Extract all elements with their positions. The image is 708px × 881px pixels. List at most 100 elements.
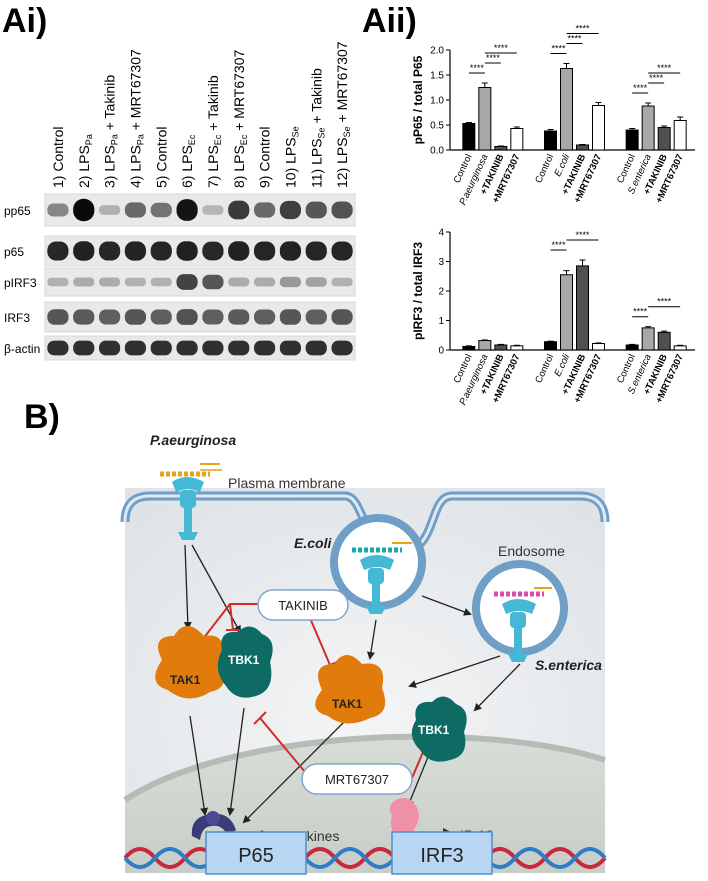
blot-strip — [44, 301, 356, 333]
y-tick-label: 1.5 — [430, 71, 444, 82]
significance-label: **** — [575, 230, 590, 240]
blot-band — [98, 277, 121, 287]
takinib-label: TAKINIB — [278, 598, 328, 613]
significance-label: **** — [470, 63, 485, 73]
blot-band — [228, 277, 250, 287]
blot-band — [202, 205, 224, 215]
blot-band — [279, 241, 302, 261]
lane-label: 2) LPSPa — [76, 134, 94, 188]
blot-strip — [44, 335, 356, 361]
blot-band — [228, 340, 250, 356]
y-axis-title: pIRF3 / total IRF3 — [411, 242, 425, 340]
blot-band — [253, 309, 276, 325]
blot-band — [150, 202, 172, 218]
p65-gene-label: P65 — [238, 845, 274, 867]
panel-label-b: B) — [24, 398, 60, 436]
blot-band — [253, 277, 276, 287]
bar — [625, 129, 639, 151]
pa-receptor — [160, 463, 222, 540]
y-tick-label: 3 — [438, 257, 444, 268]
blot-band — [124, 277, 147, 287]
p65-gene-box: P65 — [205, 831, 307, 875]
blot-band — [202, 241, 224, 261]
bar — [494, 344, 508, 351]
blot-band — [253, 202, 276, 218]
significance-label: **** — [633, 83, 648, 93]
lane-label: 9) Control — [257, 127, 273, 188]
blot-row-label: β-actin — [4, 342, 40, 356]
mrt-label: MRT67307 — [325, 772, 389, 787]
irf3-gene-label: IRF3 — [420, 845, 463, 867]
bar — [576, 265, 589, 351]
blot-band — [176, 274, 198, 290]
takinib-box: TAKINIB — [257, 589, 349, 621]
bar — [657, 331, 671, 351]
blot-band — [202, 274, 224, 290]
blot-band — [47, 340, 69, 356]
blot-band — [253, 340, 276, 356]
significance-label: **** — [551, 240, 566, 250]
blot-band — [150, 241, 172, 261]
irf3-gene-box: IRF3 — [391, 831, 493, 875]
bar — [462, 123, 476, 151]
blot-band — [47, 309, 69, 325]
significance-label: **** — [567, 34, 582, 44]
blot-band — [73, 309, 95, 325]
lane-label: 8) LPSEc + MRT67307 — [231, 50, 249, 188]
bar — [673, 120, 687, 151]
y-tick-label: 1.0 — [430, 96, 444, 107]
blot-band — [331, 201, 353, 219]
blot-band — [73, 198, 95, 222]
blot-band — [279, 309, 302, 325]
y-axis-title: pP65 / total P65 — [411, 55, 425, 144]
se-receptor — [494, 587, 552, 662]
blot-band — [150, 277, 172, 287]
tak1-left-label: TAK1 — [170, 673, 201, 687]
blot-band — [176, 199, 198, 221]
bar — [478, 340, 492, 351]
lane-label: 1) Control — [50, 127, 66, 188]
blot-strip — [44, 193, 356, 227]
category-label: Control — [533, 153, 556, 185]
pa-label: P.aeurginosa — [150, 432, 236, 448]
tak1-left: TAK1 — [155, 626, 226, 699]
tak1-center-label: TAK1 — [332, 697, 363, 711]
bar — [641, 327, 655, 351]
bar — [560, 274, 573, 351]
blot-band — [228, 309, 250, 325]
blot-band — [124, 241, 147, 261]
blot-band — [228, 200, 250, 220]
blot-band — [279, 276, 302, 288]
pa-lps-chain — [160, 463, 222, 477]
blot-band — [331, 277, 353, 287]
bar — [673, 345, 687, 351]
blot-band — [73, 277, 95, 287]
bar — [625, 344, 639, 351]
y-tick-label: 0.5 — [430, 121, 444, 132]
blot-band — [150, 340, 172, 356]
blot-band — [305, 241, 327, 261]
lane-label: 7) LPSEc + Takinib — [205, 75, 223, 188]
se-label: S.enterica — [535, 657, 602, 673]
ecoli-receptor — [352, 542, 412, 614]
tbk1-left-label: TBK1 — [228, 653, 260, 667]
blot-row-label: pp65 — [4, 204, 31, 218]
blot-band — [253, 241, 276, 261]
blot-band — [176, 340, 198, 356]
blot-band — [47, 203, 69, 217]
blot-band — [176, 309, 198, 325]
y-tick-label: 2.0 — [430, 46, 444, 57]
bar — [544, 130, 557, 151]
bar — [510, 345, 524, 351]
lane-label: 11) LPSSe + Takinib — [308, 68, 326, 188]
blot-band — [47, 277, 69, 287]
bar — [462, 345, 476, 351]
activation-arrows — [183, 544, 521, 824]
plasma-membrane-label: Plasma membrane — [228, 475, 346, 491]
tbk1-right: TBK1 — [411, 696, 467, 762]
y-tick-label: 4 — [438, 228, 444, 239]
blot-band — [98, 205, 121, 215]
significance-label: **** — [649, 73, 664, 83]
